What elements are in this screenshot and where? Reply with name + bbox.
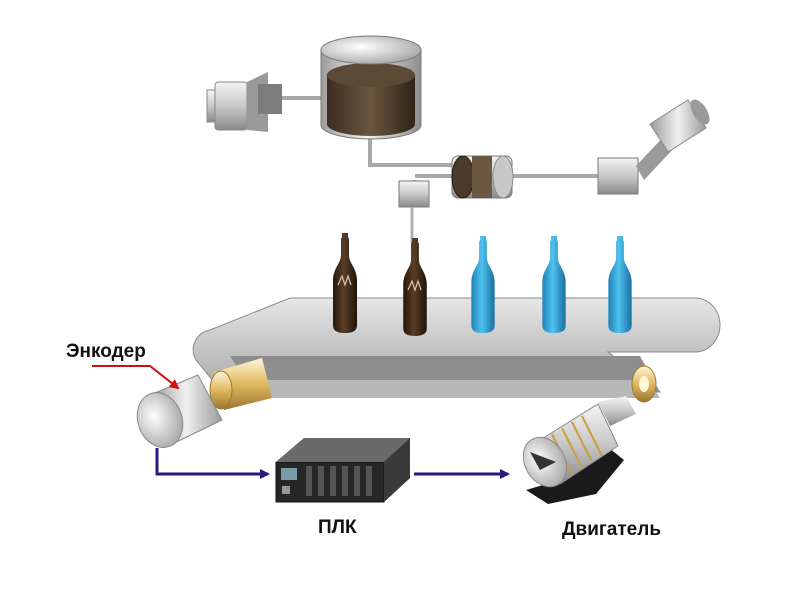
pump-motor-icon: [206, 72, 282, 132]
bottle-filling: [403, 238, 427, 336]
bottle-filled: [333, 233, 357, 333]
bottle-empty: [542, 236, 566, 333]
encoder-pointer-arrow: [92, 365, 180, 390]
bottles: [333, 233, 632, 336]
bottle-empty: [608, 236, 632, 333]
encoder-label: Энкодер: [66, 341, 146, 362]
encoder-icon: [136, 374, 223, 448]
valve-icon: [451, 155, 514, 199]
plc-label: ПЛК: [318, 517, 357, 538]
conveyor-icon: [192, 297, 721, 410]
bottle-empty: [471, 236, 495, 333]
plc-icon: [275, 438, 410, 503]
motor-icon: [522, 396, 636, 504]
signal-arrow-encoder-to-plc: [155, 448, 270, 479]
actuator-icon: [597, 99, 710, 195]
filler-nozzle-icon: [398, 180, 430, 243]
motor-label: Двигатель: [562, 519, 661, 540]
tank-icon: [320, 35, 422, 140]
